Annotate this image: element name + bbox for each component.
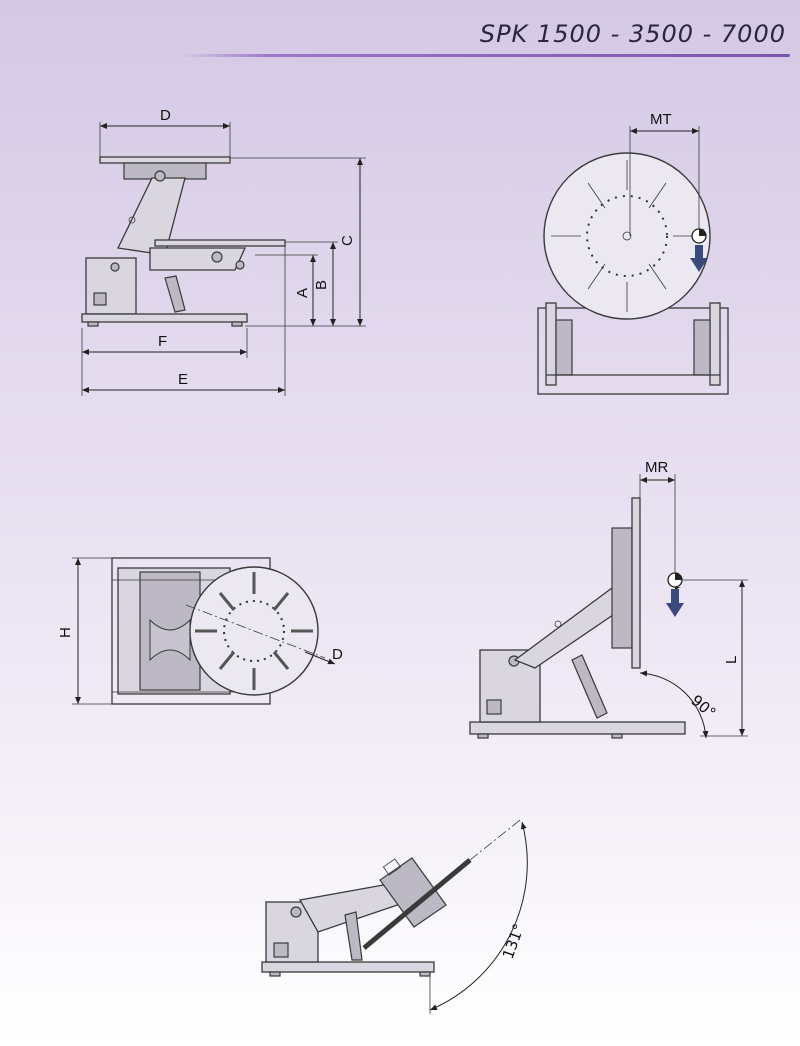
side-dim-F: F (158, 333, 167, 350)
tilt-angle-90: 90° (687, 691, 719, 722)
tilt-dim-L: L (723, 656, 740, 664)
max-tilt-view: 131° (261, 819, 528, 1014)
top-view: D H (57, 557, 343, 705)
tilt-90-view: MR L 90° (469, 459, 748, 739)
side-dim-A: A (294, 288, 311, 298)
front-dim-MT: MT (650, 111, 672, 128)
page-title: SPK 1500 - 3500 - 7000 (479, 20, 786, 48)
top-dim-H: H (57, 627, 74, 638)
side-dim-E: E (178, 371, 188, 388)
max-tilt-angle-131: 131° (499, 921, 528, 961)
side-dim-B: B (313, 280, 330, 290)
top-dim-D: D (332, 646, 343, 663)
side-dim-C: C (339, 235, 356, 246)
title-underline (180, 54, 790, 57)
front-view: MT (537, 111, 729, 395)
side-dim-D: D (160, 107, 171, 124)
side-view: D C B A F E (81, 107, 366, 396)
tilt-dim-MR: MR (645, 459, 668, 476)
